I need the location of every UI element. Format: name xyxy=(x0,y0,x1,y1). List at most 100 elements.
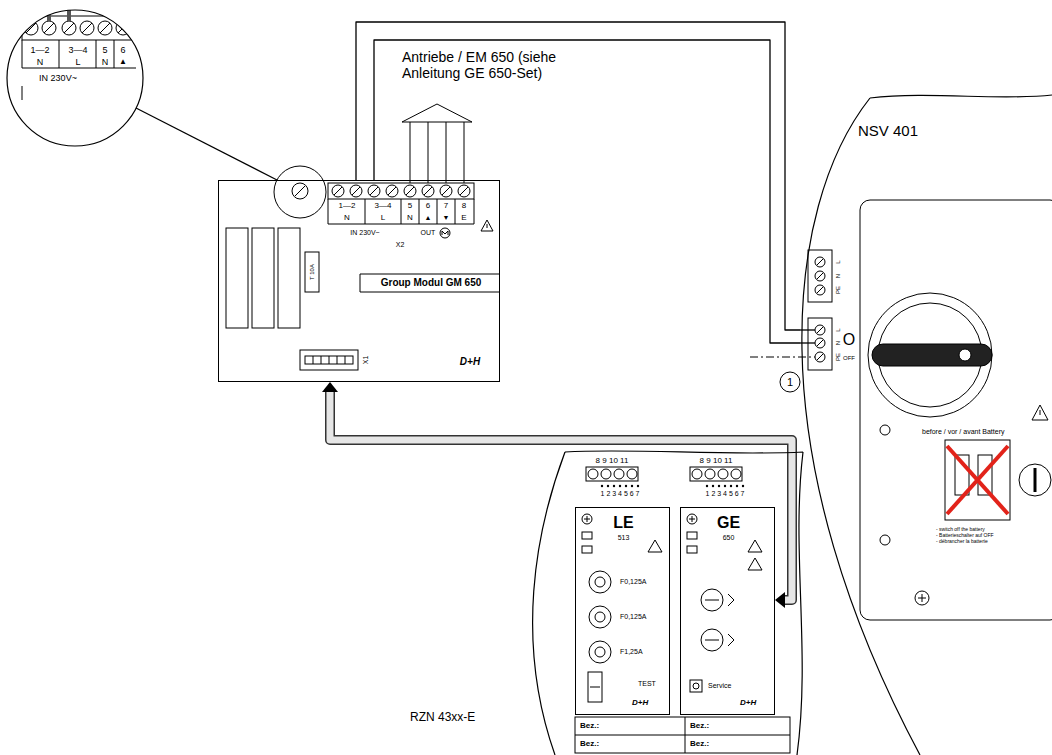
terminal-label: N xyxy=(344,213,350,222)
power-supply: NSV 401 xyxy=(800,95,1052,755)
fuse-rating: F1,25A xyxy=(620,648,643,656)
callout-number: 1 xyxy=(787,376,793,389)
panel-parts-part xyxy=(575,717,790,753)
power-supply-parts-part xyxy=(1040,410,1041,415)
panel-parts-part xyxy=(625,485,627,487)
power-supply-parts-part xyxy=(815,285,825,295)
panel-parts-part xyxy=(607,485,609,487)
panel-parts-part xyxy=(718,485,720,487)
zoom-detail-part xyxy=(116,21,130,35)
group-module-parts-part xyxy=(474,199,475,224)
group-module-parts-part xyxy=(370,187,378,195)
panel-parts-part xyxy=(582,514,592,524)
power-supply-parts-part xyxy=(817,327,823,333)
group-module-parts-part xyxy=(345,356,346,364)
zoom-detail-part xyxy=(118,23,128,33)
panel-parts-part xyxy=(595,577,605,587)
power-supply-parts-part xyxy=(1019,464,1051,496)
group-module-parts-part xyxy=(428,122,429,183)
panel-parts-part xyxy=(748,540,762,552)
cutaway-outline xyxy=(515,452,805,755)
panel-parts-part xyxy=(685,717,686,753)
module-title: Group Modul GM 650 xyxy=(381,277,482,289)
zoom-frame-part xyxy=(274,166,326,218)
terminal-label: 8 9 10 11 xyxy=(700,456,733,465)
group-module-parts-part xyxy=(437,199,438,224)
panel-parts-part xyxy=(648,540,662,552)
group-module-parts-part xyxy=(368,185,380,197)
zoom-detail-part xyxy=(62,21,76,35)
terminal-label: L xyxy=(835,260,842,263)
group-module-parts-part xyxy=(406,187,414,195)
group-module-parts xyxy=(226,104,500,370)
panel-parts-part xyxy=(631,485,633,487)
group-module-parts-part xyxy=(300,350,358,370)
power-supply-parts-part xyxy=(947,446,1008,514)
power-supply-parts-part xyxy=(780,372,800,392)
group-module-parts-part xyxy=(305,252,319,292)
cutaway-line xyxy=(533,451,803,755)
panel-parts-part xyxy=(692,516,693,522)
zoom-detail-part xyxy=(98,21,112,35)
group-module-parts-part xyxy=(404,185,416,197)
terminal-label: N xyxy=(835,274,842,278)
zoom-detail-part xyxy=(47,0,51,21)
terminal-label: PE xyxy=(835,353,842,361)
cutaway-outline xyxy=(800,95,1052,755)
table-cell: Bez.: xyxy=(690,721,709,730)
group-module-parts-part xyxy=(360,292,500,293)
terminal-label: 1—2 xyxy=(30,45,49,55)
power-supply-parts-part xyxy=(817,273,823,279)
power-supply-parts-part xyxy=(880,535,890,545)
port-label: OUT xyxy=(421,229,436,237)
panel-parts-part xyxy=(601,485,603,487)
group-module-parts-part xyxy=(464,122,465,183)
panel-parts-part xyxy=(587,516,588,522)
zoom-detail-part xyxy=(42,21,56,35)
zoom-detail xyxy=(22,0,136,100)
terminal-label: 1 2 3 4 5 6 7 xyxy=(601,490,640,498)
group-module-parts-part xyxy=(410,122,411,183)
warning-text: before / vor / avant Battery xyxy=(922,428,1005,436)
switch-label: O xyxy=(843,331,855,349)
panel-parts-part xyxy=(586,467,638,481)
group-module-parts-part xyxy=(419,199,420,224)
group-module-parts-part xyxy=(329,356,330,364)
panel-parts-part xyxy=(731,469,741,479)
terminal-label: L xyxy=(835,328,842,331)
device-title: NSV 401 xyxy=(858,122,918,139)
panel-parts-part xyxy=(589,571,611,593)
panel-parts-part xyxy=(712,485,714,487)
group-module-parts-part xyxy=(458,185,470,197)
terminal-label: 5 xyxy=(408,201,412,210)
group-module-parts-part xyxy=(352,187,360,195)
terminal-label: 5 xyxy=(102,45,107,55)
port-label: X2 xyxy=(396,241,405,249)
terminal-label: L xyxy=(75,57,80,67)
wire xyxy=(356,22,800,330)
panel-parts-part xyxy=(582,546,592,553)
power-supply-parts-part xyxy=(1032,405,1048,420)
group-module-parts-part xyxy=(328,183,474,199)
fuse-rating: F0,125A xyxy=(620,613,646,621)
group-module-parts-part xyxy=(422,185,434,197)
power-supply-parts-part xyxy=(817,354,823,360)
switch-label: OFF xyxy=(843,355,855,362)
panel-parts-part xyxy=(692,469,702,479)
terminal-label: E xyxy=(461,213,466,222)
group-module-parts-part xyxy=(386,185,398,197)
note-label: Antriebe / EM 650 (siehe Anleitung GE 65… xyxy=(402,49,607,81)
group-module-parts-part xyxy=(226,228,248,328)
brand-logo: D+H xyxy=(460,356,480,368)
panel-parts-part xyxy=(690,467,742,481)
group-module-parts-part xyxy=(321,356,322,364)
panel-parts-part xyxy=(601,469,611,479)
power-supply-parts-part xyxy=(945,440,1010,520)
control-panel: RZN 43xx-ELE513GE650 xyxy=(515,452,805,755)
supply-label: IN 230V~ xyxy=(39,73,77,83)
terminal-label: N xyxy=(102,57,109,67)
terminal-label: 3—4 xyxy=(375,201,392,210)
